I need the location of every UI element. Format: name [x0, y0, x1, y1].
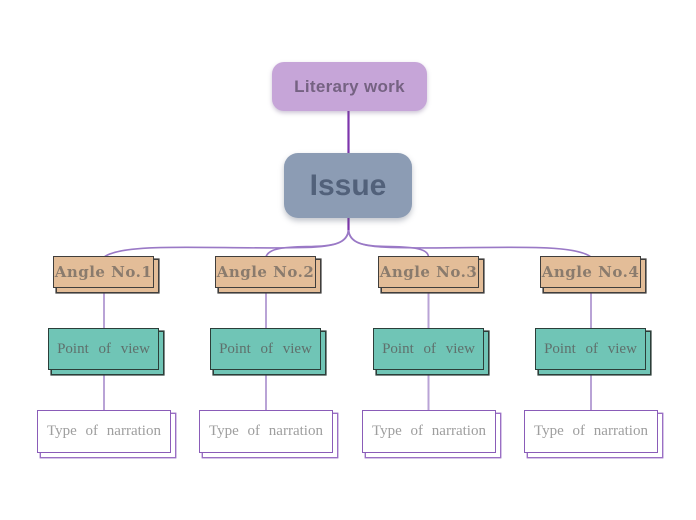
connector-issue-angle-1: [103, 229, 350, 258]
node-type-of-narration-4[interactable]: Type of narration: [524, 410, 658, 453]
node-issue[interactable]: Issue: [284, 153, 412, 218]
node-type-of-narration-1[interactable]: Type of narration: [37, 410, 171, 453]
node-angle-2-label: Angle No.2: [216, 263, 315, 281]
node-angle-3-label: Angle No.3: [379, 263, 478, 281]
node-type-of-narration-2-label: Type of narration: [209, 423, 323, 439]
node-point-of-view-4-label: Point of view: [544, 340, 637, 357]
node-angle-4-label: Angle No.4: [541, 263, 640, 281]
node-point-of-view-2[interactable]: Point of view: [210, 328, 321, 370]
node-angle-1[interactable]: Angle No.1: [53, 256, 154, 288]
node-angle-3[interactable]: Angle No.3: [378, 256, 479, 288]
node-issue-label: Issue: [309, 168, 387, 202]
node-literary-work[interactable]: Literary work: [272, 62, 427, 111]
node-literary-work-label: Literary work: [294, 76, 405, 96]
connector-issue-angle-2: [265, 229, 350, 258]
node-point-of-view-2-label: Point of view: [219, 340, 312, 357]
node-type-of-narration-3[interactable]: Type of narration: [362, 410, 496, 453]
node-point-of-view-1-label: Point of view: [57, 340, 150, 357]
node-angle-4[interactable]: Angle No.4: [540, 256, 641, 288]
node-type-of-narration-1-label: Type of narration: [47, 423, 161, 439]
node-type-of-narration-3-label: Type of narration: [372, 423, 486, 439]
node-type-of-narration-2[interactable]: Type of narration: [199, 410, 333, 453]
node-point-of-view-3[interactable]: Point of view: [373, 328, 484, 370]
node-point-of-view-3-label: Point of view: [382, 340, 475, 357]
node-angle-2[interactable]: Angle No.2: [215, 256, 316, 288]
node-angle-1-label: Angle No.1: [54, 263, 153, 281]
node-point-of-view-4[interactable]: Point of view: [535, 328, 646, 370]
connector-issue-angle-4: [347, 229, 592, 258]
node-point-of-view-1[interactable]: Point of view: [48, 328, 159, 370]
node-type-of-narration-4-label: Type of narration: [534, 423, 648, 439]
